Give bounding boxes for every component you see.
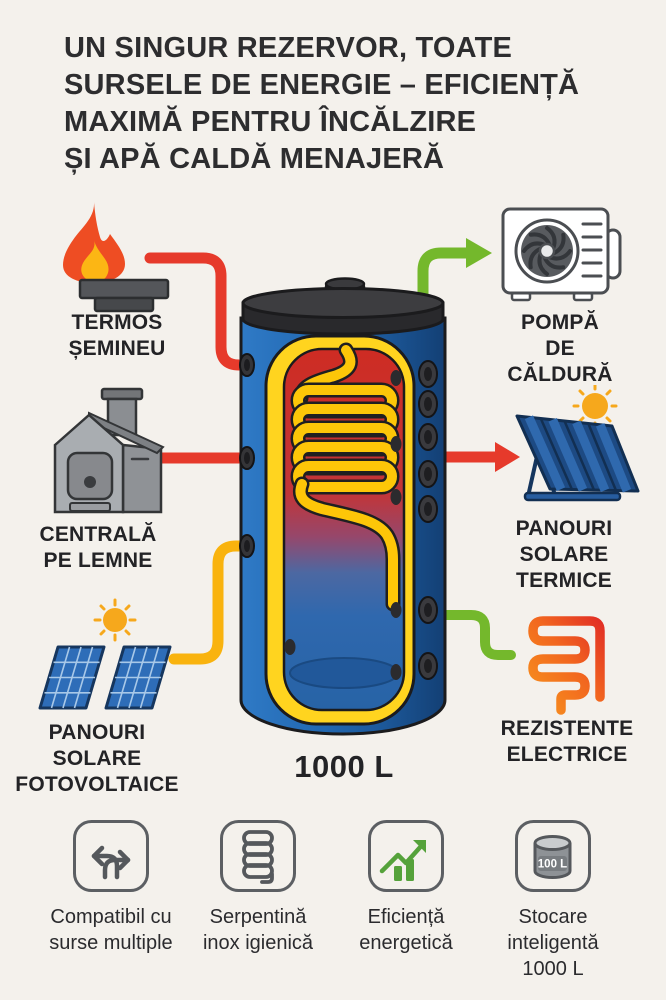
source-label-pompa-de-caldura: POMPĂ DE CĂLDURĂ (507, 311, 613, 386)
pipes-group (144, 238, 520, 665)
flame-inner (81, 240, 109, 282)
cylinder-volume-text: 100 L (538, 859, 567, 871)
pipe-heat-pump (417, 247, 474, 311)
heating-element-icon (515, 600, 615, 720)
arrow-heat-pump (466, 238, 492, 268)
feature-compatibil: Compatibil cu surse multiple (26, 819, 196, 956)
tank-floor (289, 657, 399, 689)
heat-pump-icon (500, 206, 625, 311)
feature-serpentina: Serpentină inox igienică (173, 819, 343, 956)
source-label-termos-semineu: TERMOS ȘEMINEU (68, 311, 166, 360)
tank-cap-top (241, 287, 445, 319)
growth-chart-icon (368, 820, 444, 892)
vents (581, 222, 603, 278)
interior-ports (284, 370, 402, 680)
feature-stocare: 100 L Stocare inteligentă 1000 L (468, 819, 638, 982)
source-label-panouri-termice: PANOURI SOLARE TERMICE (515, 517, 613, 592)
solar-pv-icon (25, 598, 185, 721)
pipe-fireplace (144, 252, 258, 371)
feature-caption: Compatibil cu surse multiple (49, 906, 173, 954)
split-arrows-icon (73, 820, 149, 892)
hearth-top (78, 278, 170, 300)
source-label-rezistente-electrice: REZISTENTE ELECTRICE (500, 717, 634, 766)
hearth-base (93, 296, 155, 313)
arrow-solar-thermal (495, 442, 520, 472)
feature-caption: Eficiență energetică (359, 906, 453, 954)
page-title: UN SINGUR REZERVOR, TOATE SURSELE DE ENE… (64, 32, 580, 175)
sun-icon (93, 598, 137, 642)
coil-icon (220, 820, 296, 892)
feature-caption: Stocare inteligentă 1000 L (507, 906, 599, 980)
coil-heat-exchanger (290, 342, 401, 612)
fireplace-icon (50, 198, 180, 321)
feature-caption: Serpentină inox igienică (202, 906, 314, 954)
wood-boiler-icon (30, 385, 170, 525)
storage-tank (239, 277, 447, 736)
pipe-solar-pv (168, 540, 258, 665)
storage-cylinder-icon: 100 L (515, 820, 591, 892)
feature-eficienta: Eficiență energetică (321, 819, 491, 956)
source-label-centrala-pe-lemne: CENTRALĂ PE LEMNE (39, 523, 157, 572)
tank-ports (418, 360, 438, 680)
source-label-panouri-fotovoltaice: PANOURI SOLARE FOTOVOLTAICE (15, 721, 179, 796)
flame-outer (63, 202, 125, 283)
tank-left-flanges (239, 353, 255, 558)
pipe-heating-element (435, 610, 516, 660)
solar-thermal-icon (495, 383, 650, 512)
tank-capacity-label: 1000 L (294, 749, 394, 784)
